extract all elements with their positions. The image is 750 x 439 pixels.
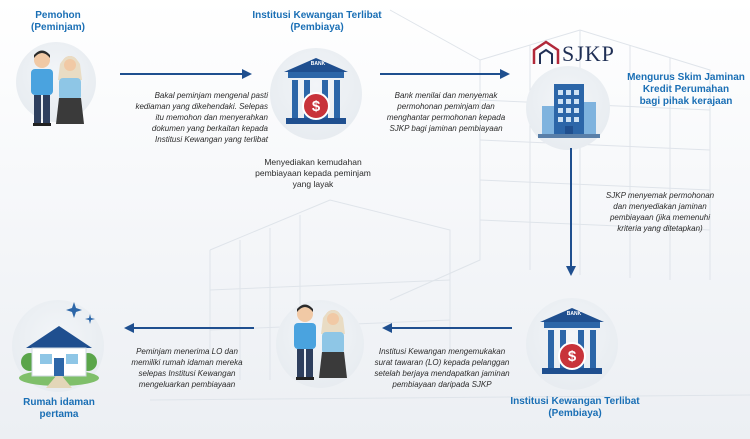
step2-line: Bank menilai dan menyemak bbox=[394, 91, 498, 100]
borrower-couple-icon bbox=[294, 304, 347, 380]
step1-description: Bakal peminjam mengenal pasti kediaman y… bbox=[108, 90, 268, 145]
bank-bottom-title-line1: Institusi Kewangan Terlibat bbox=[510, 396, 640, 407]
bank-top-title-line2: (Pembiaya) bbox=[290, 22, 344, 33]
borrower-top-circle bbox=[16, 42, 96, 122]
step3-description: SJKP menyemak permohonan dan menyediakan… bbox=[590, 190, 730, 234]
step5-line: selepas Institusi Kewangan bbox=[138, 369, 236, 378]
step3-line: kriteria yang ditetapkan) bbox=[617, 224, 703, 233]
step4-line: Institusi Kewangan mengemukakan bbox=[378, 347, 506, 356]
step4-line: surat tawaran (LO) kepada pelanggan bbox=[374, 358, 510, 367]
step3-line: dan menyediakan jaminan bbox=[613, 202, 707, 211]
step1-line: Institusi Kewangan yang terlibat bbox=[155, 135, 268, 144]
home-title-line2: pertama bbox=[39, 409, 79, 420]
bank-top-title-line1: Institusi Kewangan Terlibat bbox=[252, 10, 382, 21]
borrower-top-title: Pemohon (Peminjam) bbox=[18, 10, 98, 34]
step1b-description: Menyediakan kemudahan pembiayaan kepada … bbox=[228, 157, 398, 190]
arrow-bank-to-sjkp bbox=[380, 69, 510, 79]
step2-description: Bank menilai dan menyemak permohonan pem… bbox=[372, 90, 520, 134]
sjkp-title-line1: Mengurus Skim Jaminan bbox=[627, 72, 745, 83]
bank-bottom-title-line2: (Pembiaya) bbox=[548, 408, 602, 419]
step3-line: SJKP menyemak permohonan bbox=[605, 191, 715, 200]
bank-building-icon: $ bbox=[284, 58, 348, 124]
step2-line: SJKP bagi jaminan pembiayaan bbox=[389, 124, 503, 133]
step4-description: Institusi Kewangan mengemukakan surat ta… bbox=[362, 346, 522, 390]
bank-top-sign: BANK bbox=[310, 61, 326, 67]
svg-text:$: $ bbox=[568, 348, 577, 365]
arrow-sjkp-to-bank bbox=[566, 148, 576, 276]
step4-line: pembiayaan daripada SJKP bbox=[392, 380, 492, 389]
step2-line: menghantar permohonan kepada bbox=[386, 113, 506, 122]
step1-line: kediaman yang dikehendaki. Selepas bbox=[135, 102, 268, 111]
bank-building-icon: $ bbox=[540, 308, 604, 374]
borrower-top-title-line1: Pemohon bbox=[35, 10, 81, 21]
step1b-line: Menyediakan kemudahan bbox=[264, 157, 362, 167]
sjkp-title-line3: bagi pihak kerajaan bbox=[639, 96, 733, 107]
step1-line: Bakal peminjam mengenal pasti bbox=[154, 91, 268, 100]
step1-line: itu memohon dan menyerahkan bbox=[155, 113, 268, 122]
bank-top-title: Institusi Kewangan Terlibat (Pembiaya) bbox=[232, 10, 402, 34]
borrower-couple-icon bbox=[31, 50, 84, 126]
home-title: Rumah idaman pertama bbox=[16, 397, 102, 421]
sjkp-logo-icon bbox=[532, 40, 560, 64]
step5-description: Peminjam menerima LO dan memiliki rumah … bbox=[112, 346, 262, 390]
sjkp-logo-text: SJKP bbox=[562, 41, 615, 66]
sjkp-office-building-icon bbox=[538, 84, 600, 138]
bank-bottom-title: Institusi Kewangan Terlibat (Pembiaya) bbox=[490, 396, 660, 420]
dream-house-icon bbox=[19, 302, 99, 388]
step1-line: dokumen yang berkaitan kepada bbox=[151, 124, 268, 133]
arrow-borrower-to-home bbox=[124, 323, 254, 333]
bank-bottom-sign: BANK bbox=[566, 311, 582, 317]
step3-line: pembiayaan (jika memenuhi bbox=[609, 213, 711, 222]
step5-line: mengeluarkan pembiayaan bbox=[138, 380, 236, 389]
sjkp-title-line2: Kredit Perumahan bbox=[642, 84, 730, 95]
step5-line: memiliki rumah idaman mereka bbox=[131, 358, 243, 367]
home-title-line1: Rumah idaman bbox=[23, 397, 95, 408]
step1b-line: yang layak bbox=[292, 179, 334, 189]
step2-line: permohonan peminjam dan bbox=[397, 102, 495, 111]
arrow-bank-to-borrower bbox=[382, 323, 512, 333]
arrow-borrower-to-bank bbox=[120, 69, 252, 79]
step4-line: setelah berjaya mendapatkan jaminan bbox=[374, 369, 510, 378]
borrower-top-title-line2: (Peminjam) bbox=[31, 22, 85, 33]
step1b-line: pembiayaan kepada peminjam bbox=[255, 168, 371, 178]
step5-line: Peminjam menerima LO dan bbox=[136, 347, 238, 356]
sjkp-title: Mengurus Skim Jaminan Kredit Perumahan b… bbox=[622, 72, 750, 108]
svg-text:$: $ bbox=[312, 98, 321, 115]
